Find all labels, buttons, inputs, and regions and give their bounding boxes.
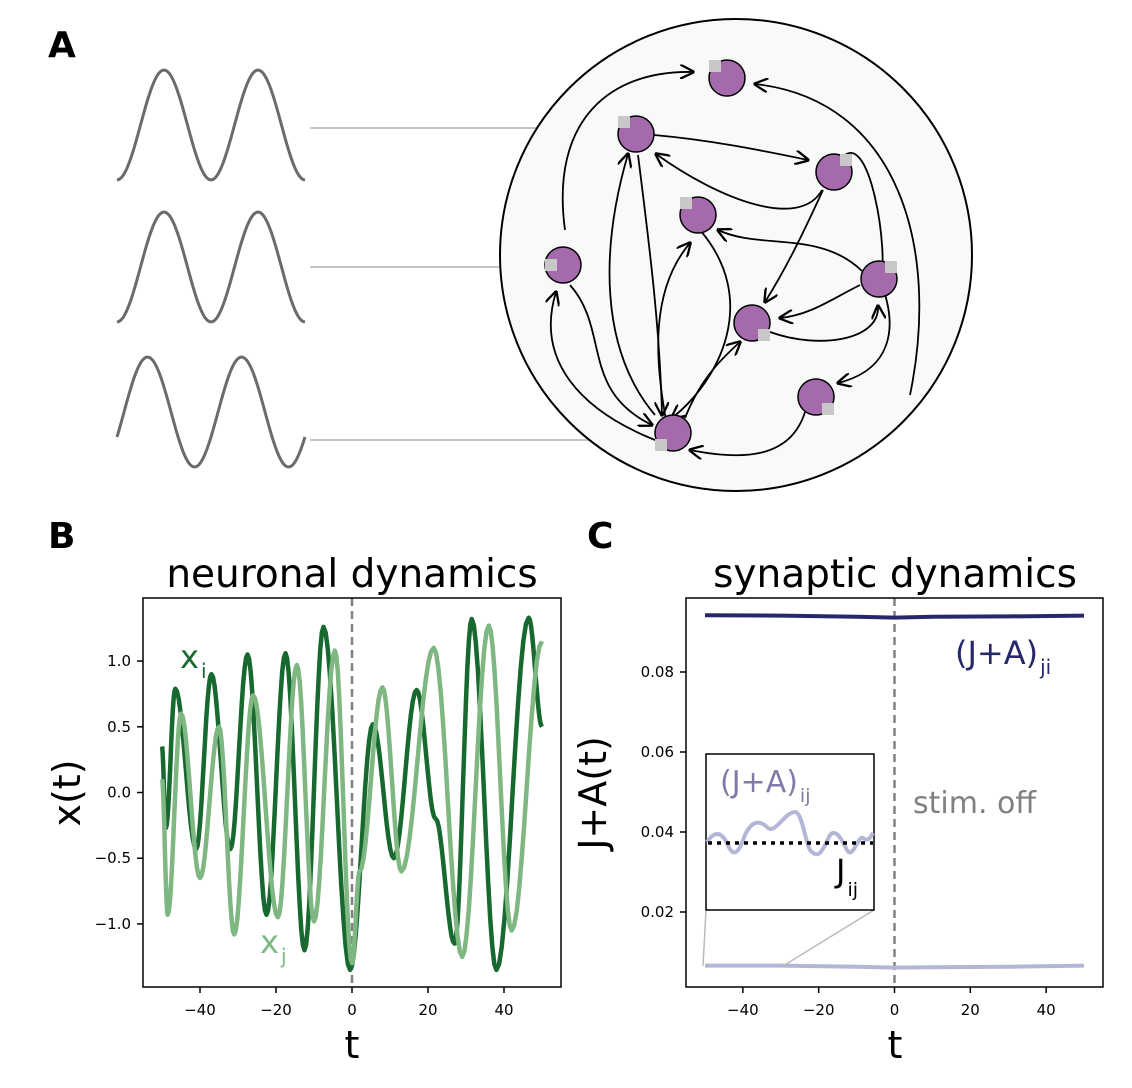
inset-series-label: (J+A)ij (720, 765, 810, 807)
sine-wave-2 (116, 210, 306, 324)
sine-wave-1 (116, 68, 306, 182)
x-tick-label: 0 (347, 1001, 357, 1019)
y-tick-label: 0.5 (107, 718, 131, 736)
connection-arrow (657, 243, 690, 421)
series-label-jji: (J+A)ji (955, 634, 1051, 679)
connection-arrow (569, 284, 652, 425)
x-tick-label: 0 (890, 1001, 900, 1019)
inset-jij-line (705, 809, 875, 857)
x-tick-label: 20 (961, 1001, 980, 1019)
input-marker (618, 116, 630, 128)
connection-arrow (656, 154, 823, 210)
y-tick-label: 1.0 (107, 652, 131, 670)
panel-label-a: A (48, 25, 76, 66)
chart-title-c: synaptic dynamics (713, 552, 1077, 597)
x-tick-label: 40 (1037, 1001, 1056, 1019)
x-tick-label: 20 (418, 1001, 437, 1019)
connection-arrow (769, 306, 878, 342)
plot-b: −40 −20 0 20 40 1.0 0.5 0.0 −0.5 −1.0 (95, 597, 562, 1019)
panel-label-c: C (587, 516, 613, 557)
y-tick-label: 0.06 (641, 743, 674, 761)
network-nodes (544, 59, 898, 452)
x-tick-label: −40 (184, 1001, 216, 1019)
inset-connector (702, 909, 707, 967)
input-marker (840, 154, 852, 166)
y-tick-label: −1.0 (95, 915, 131, 933)
input-marker (545, 259, 557, 271)
connection-arrow (690, 411, 806, 455)
connection-arrow (765, 189, 824, 302)
sine-wave-3 (115, 355, 307, 469)
plot-c: −40 −20 0 20 40 0.08 0.06 0.04 0.02 (641, 597, 1104, 1019)
chart-title-b: neuronal dynamics (166, 552, 537, 597)
input-marker (758, 329, 770, 341)
connection-arrow (561, 72, 693, 231)
x-tick-label: 40 (494, 1001, 513, 1019)
connection-arrow (718, 230, 863, 272)
x-axis-label-b: t (345, 1023, 360, 1067)
y-axis-label-b: x(t) (45, 759, 89, 826)
x-tick-label: −20 (260, 1001, 292, 1019)
connection-arrow (684, 342, 740, 419)
panel-label-b: B (48, 516, 75, 557)
input-sine-waves (115, 68, 307, 469)
connection-arrow (755, 84, 921, 396)
input-marker (885, 261, 897, 273)
series-line-xj (159, 623, 545, 966)
x-axis-label-c: t (888, 1023, 903, 1067)
connection-arrow (780, 284, 861, 318)
y-axis-label-c: J+A(t) (571, 736, 615, 852)
y-tick-label: 0.04 (641, 823, 674, 841)
connection-arrow (637, 154, 662, 415)
connection-arrow (672, 229, 732, 418)
connection-arrow (551, 292, 656, 441)
series-line-JAji (704, 613, 1085, 620)
series-line-xi (159, 615, 544, 973)
x-tick-label: −40 (727, 1001, 759, 1019)
x-tick-label: −20 (803, 1001, 835, 1019)
connection-arrow (653, 134, 808, 160)
y-tick-label: 0.0 (107, 784, 131, 802)
input-marker (655, 439, 667, 451)
y-tick-label: −0.5 (95, 849, 131, 867)
stim-off-annotation: stim. off (913, 786, 1037, 821)
input-marker (822, 403, 834, 415)
y-tick-label: 0.08 (641, 663, 674, 681)
inset-connector (782, 909, 875, 967)
inset-frame (705, 753, 875, 911)
input-marker (680, 197, 692, 209)
y-tick-label: 0.02 (641, 903, 674, 921)
connection-arrow (608, 154, 656, 416)
input-marker (709, 60, 721, 72)
series-line-JAij (705, 963, 1085, 970)
